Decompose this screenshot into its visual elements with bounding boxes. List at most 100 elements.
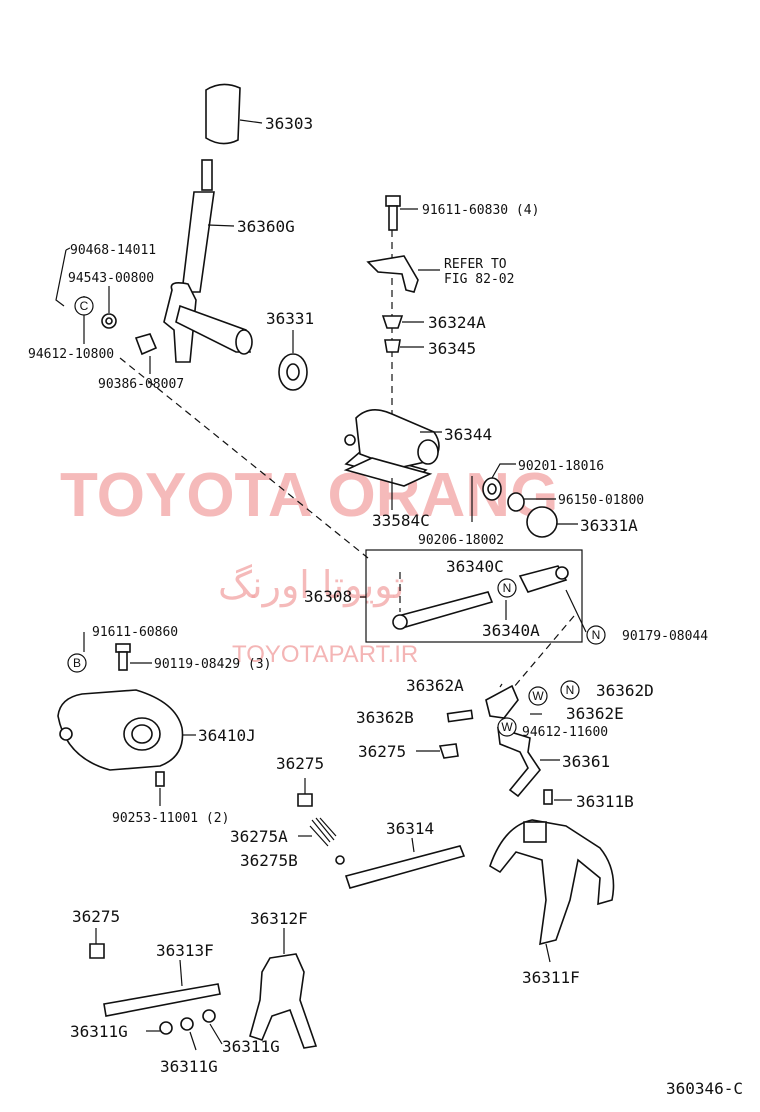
mark-b: B: [67, 653, 87, 673]
label-36275-low: 36275: [72, 907, 120, 926]
watermark-site: TOYOTAPART.IR: [232, 641, 418, 668]
label-36362A: 36362A: [406, 676, 464, 695]
label-36324A: 36324A: [428, 313, 486, 332]
shift-knob: [205, 83, 241, 145]
label-36311F: 36311F: [522, 968, 580, 987]
label-91611-60830: 91611-60830 (4): [422, 203, 539, 218]
svg-text:W: W: [501, 720, 513, 734]
svg-text:N: N: [592, 628, 601, 642]
retainer-collar: [384, 339, 401, 353]
label-90201-18016: 90201-18016: [518, 459, 604, 474]
inner-lever-pin: [446, 709, 474, 723]
mark-w-1: W: [528, 686, 548, 706]
mark-n-90179: N: [586, 625, 606, 645]
shift-pin: [543, 789, 553, 805]
lever-bushing: [134, 333, 158, 356]
inner-lever: [497, 726, 541, 798]
lever-seal: [278, 353, 308, 391]
label-90206-18002: 90206-18002: [418, 533, 504, 548]
svg-text:N: N: [503, 581, 512, 595]
detent-plug-3: [89, 943, 105, 959]
label-36311G-right: 36311G: [222, 1037, 280, 1056]
detent-plug-1: [438, 743, 459, 759]
label-90119-08429: 90119-08429 (3): [154, 657, 271, 672]
refer-note-line1: REFER TO: [444, 257, 507, 272]
shift-fork-shaft: [344, 845, 466, 889]
label-36314: 36314: [386, 819, 434, 838]
label-94543-00800: 94543-00800: [68, 271, 154, 286]
label-36362D: 36362D: [596, 681, 654, 700]
label-94612-10800: 94612-10800: [28, 347, 114, 362]
label-36311G-bottom: 36311G: [160, 1057, 218, 1076]
label-36311G-left: 36311G: [70, 1022, 128, 1041]
shift-fork-large: [489, 819, 615, 946]
label-36360G: 36360G: [237, 217, 295, 236]
oil-seal: [482, 477, 502, 501]
detent-plug-2: [297, 793, 313, 807]
watermark-persian: تویوتا اورنگ: [218, 563, 405, 608]
retainer-bracket: [366, 255, 419, 293]
label-36331: 36331: [266, 309, 314, 328]
svg-text:N: N: [566, 683, 575, 697]
svg-text:C: C: [80, 299, 89, 313]
watermark-brand: TOYOTA ORANG: [60, 461, 558, 530]
retainer-bushing: [381, 315, 404, 329]
label-36344: 36344: [444, 425, 492, 444]
fork-shaft-small: [103, 983, 221, 1017]
inner-lever-bracket: [485, 684, 519, 719]
lever-nut: [101, 313, 117, 329]
label-36361: 36361: [562, 752, 610, 771]
svg-text:W: W: [532, 689, 544, 703]
label-94612-11600: 94612-11600: [522, 725, 608, 740]
label-90468-14011: 90468-14011: [70, 243, 156, 258]
label-90253-11001: 90253-11001 (2): [112, 811, 229, 826]
label-36362E: 36362E: [566, 704, 624, 723]
label-36345: 36345: [428, 339, 476, 358]
mark-n-link: N: [497, 578, 517, 598]
shift-fork-small: [249, 953, 318, 1049]
label-36275-top: 36275: [276, 754, 324, 773]
label-90386-08007: 90386-08007: [98, 377, 184, 392]
link-end: [518, 565, 569, 593]
retainer-gasket: [343, 457, 433, 487]
label-91611-60860: 91611-60860: [92, 625, 178, 640]
retainer-bolt: [385, 195, 401, 231]
label-36340C: 36340C: [446, 557, 504, 576]
label-36303: 36303: [265, 114, 313, 133]
label-36275B: 36275B: [240, 851, 298, 870]
mark-c: C: [74, 296, 94, 316]
snap-ring-3: [202, 1009, 216, 1023]
detent-spring: [309, 817, 337, 847]
label-36340A: 36340A: [482, 621, 540, 640]
label-36308: 36308: [304, 587, 352, 606]
bolt-b: [115, 643, 131, 671]
lever-bolt: [55, 247, 71, 307]
label-36313F: 36313F: [156, 941, 214, 960]
detent-ball: [335, 855, 345, 865]
label-36312F: 36312F: [250, 909, 308, 928]
label-96150-01800: 96150-01800: [558, 493, 644, 508]
snap-ring-1: [159, 1021, 173, 1035]
diagram-code: 360346-C: [666, 1079, 743, 1098]
label-36362B: 36362B: [356, 708, 414, 727]
mark-n-36362d: N: [560, 680, 580, 700]
label-36311B: 36311B: [576, 792, 634, 811]
shift-lever: [163, 159, 253, 363]
transmission-cover: [57, 689, 184, 771]
refer-note-line2: FIG 82-02: [444, 272, 514, 287]
mark-w-2: W: [497, 717, 517, 737]
label-36275-mid: 36275: [358, 742, 406, 761]
snap-ring-2: [180, 1017, 194, 1031]
shift-link-rod: [392, 591, 494, 630]
label-36275A: 36275A: [230, 827, 288, 846]
label-33584C: 33584C: [372, 511, 430, 530]
label-36410J: 36410J: [198, 726, 256, 745]
gasket-ring: [507, 492, 525, 512]
dowel-pin: [155, 771, 165, 787]
shift-head: [526, 506, 558, 538]
svg-text:B: B: [73, 656, 81, 670]
link-assembly-box: [365, 549, 583, 643]
label-90179-08044: 90179-08044: [622, 629, 708, 644]
